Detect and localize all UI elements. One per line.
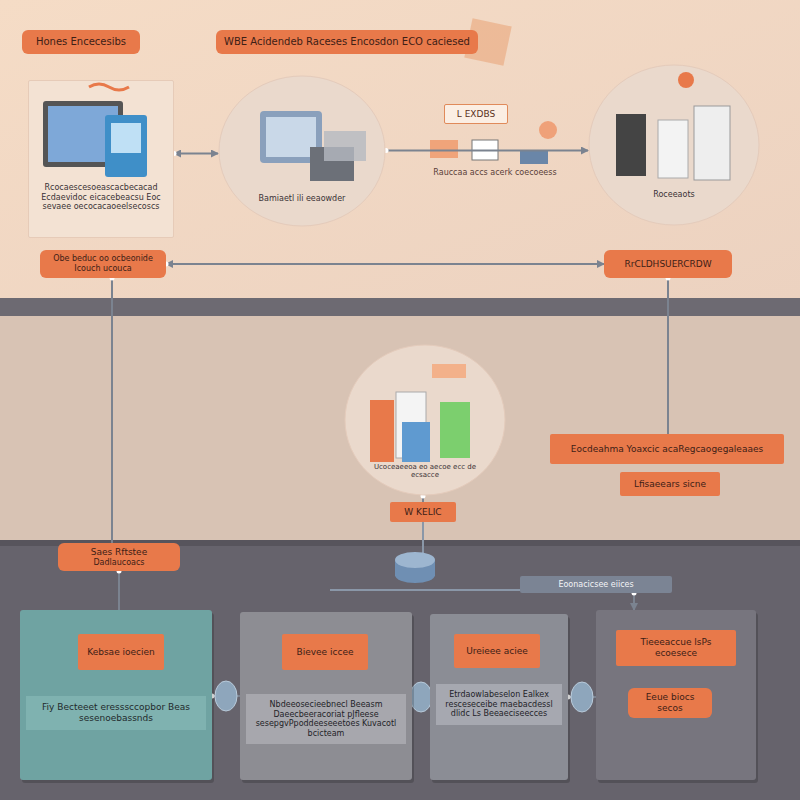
- joint-lens: [215, 681, 237, 711]
- process-circle: Bamiaetl ili eeaowder: [218, 75, 386, 227]
- node-label: Ureieee aciee: [466, 646, 528, 657]
- connector-line: [111, 278, 113, 543]
- label-pill: WBE Acidendeb Raceses Encosdon ECO cacie…: [216, 30, 478, 54]
- process-box: Eoonacicsee eiices: [520, 576, 672, 593]
- node-illustration: [218, 75, 386, 227]
- node-label: Rcocaescesoeascacbecacad Ecdaevidoc eica…: [35, 183, 167, 212]
- node-sublabel: Dadlaucoacs: [93, 558, 144, 568]
- node-label: Eocdeahma Yoaxcic acaRegcaogegaleaaes: [571, 444, 763, 455]
- node-label: Obe beduc oo ocbeonide Icouch ucouca: [46, 254, 160, 273]
- node-label: WBE Acidendeb Raceses Encosdon ECO cacie…: [224, 36, 470, 48]
- node-illustration: [588, 64, 760, 226]
- connector-line: [633, 593, 635, 610]
- label-pill: RrCLDHSUERCRDW: [604, 250, 732, 278]
- connector-line: [166, 263, 604, 265]
- node-label: Fiy Becteeet eresssccopbor Beas sesenoeb…: [26, 696, 206, 730]
- free-label: Rauccaa accs acerk coecoeess: [420, 168, 570, 178]
- process-box: Eocdeahma Yoaxcic acaRegcaogegaleaaes: [550, 434, 784, 464]
- node-label: Roceeaots: [605, 190, 743, 200]
- node-label: Bievee iccee: [297, 647, 354, 658]
- node-label: Tieeeaccue lsPs ecoesece: [622, 637, 730, 659]
- node-label: Eoonacicsee eiices: [558, 580, 633, 590]
- stage-panel: Nbdeeosecieebnecl Beeasm Daeecbeeracoria…: [240, 612, 412, 780]
- process-circle: Roceeaots: [588, 64, 760, 226]
- node-label: Lfisaeears sicne: [634, 479, 706, 490]
- stage-panel: Tieeeaccue lsPs ecoeseceEeue biocs secos: [596, 610, 756, 780]
- process-box: Lfisaeears sicne: [620, 472, 720, 496]
- stage-panel: Fiy Becteeet eresssccopbor Beas sesenoeb…: [20, 610, 212, 780]
- node-label: Bamiaetl ili eeaowder: [235, 194, 369, 204]
- node-label: Hones Encecesibs: [36, 36, 126, 48]
- label-pill: Obe beduc oo ocbeonide Icouch ucouca: [40, 250, 166, 278]
- node-label: Eeue biocs secos: [634, 692, 706, 714]
- node-label: W KELIC: [404, 507, 441, 518]
- node-label: L EXDBS: [457, 109, 495, 120]
- node-label: Saes Rftstee: [91, 547, 147, 558]
- connector-line: [212, 695, 240, 697]
- label-pill: Saes RftsteeDadlaucoacs: [58, 543, 180, 571]
- label-pill: Hones Encecesibs: [22, 30, 140, 54]
- node-label: Etrdaowlabeselon Ealkex resceseceibe mae…: [436, 684, 562, 725]
- process-box: L EXDBS: [444, 104, 508, 124]
- node-label: Kebsae ioecien: [87, 647, 155, 658]
- node-label: RrCLDHSUERCRDW: [624, 259, 711, 270]
- process-box: W KELIC: [390, 502, 456, 522]
- process-circle: Ucoceaeeoa eo aecoe ecc de ecsacce: [344, 344, 506, 496]
- node-illustration: [29, 81, 175, 181]
- label-pill: Eeue biocs secos: [628, 688, 712, 718]
- connector-line: [174, 153, 218, 155]
- connector-line: [412, 696, 430, 698]
- node-label: Nbdeeosecieebnecl Beeasm Daeecbeeracoria…: [246, 694, 406, 744]
- joint-lens: [410, 682, 432, 712]
- connector-line: [386, 150, 588, 152]
- connector-line: [568, 696, 596, 698]
- connector-line: [667, 278, 669, 434]
- process-box: Tieeeaccue lsPs ecoesece: [616, 630, 736, 666]
- process-box: Bievee iccee: [282, 634, 368, 670]
- node-label: Ucoceaeeoa eo aecoe ecc de ecsacce: [360, 463, 490, 480]
- stage-panel: Etrdaowlabeselon Ealkex resceseceibe mae…: [430, 614, 568, 780]
- process-box: Rcocaescesoeascacbecacad Ecdaevidoc eica…: [28, 80, 174, 238]
- joint-lens: [571, 682, 593, 712]
- process-box: Kebsae ioecien: [78, 634, 164, 670]
- connector-line: [118, 571, 120, 610]
- process-box: Ureieee aciee: [454, 634, 540, 668]
